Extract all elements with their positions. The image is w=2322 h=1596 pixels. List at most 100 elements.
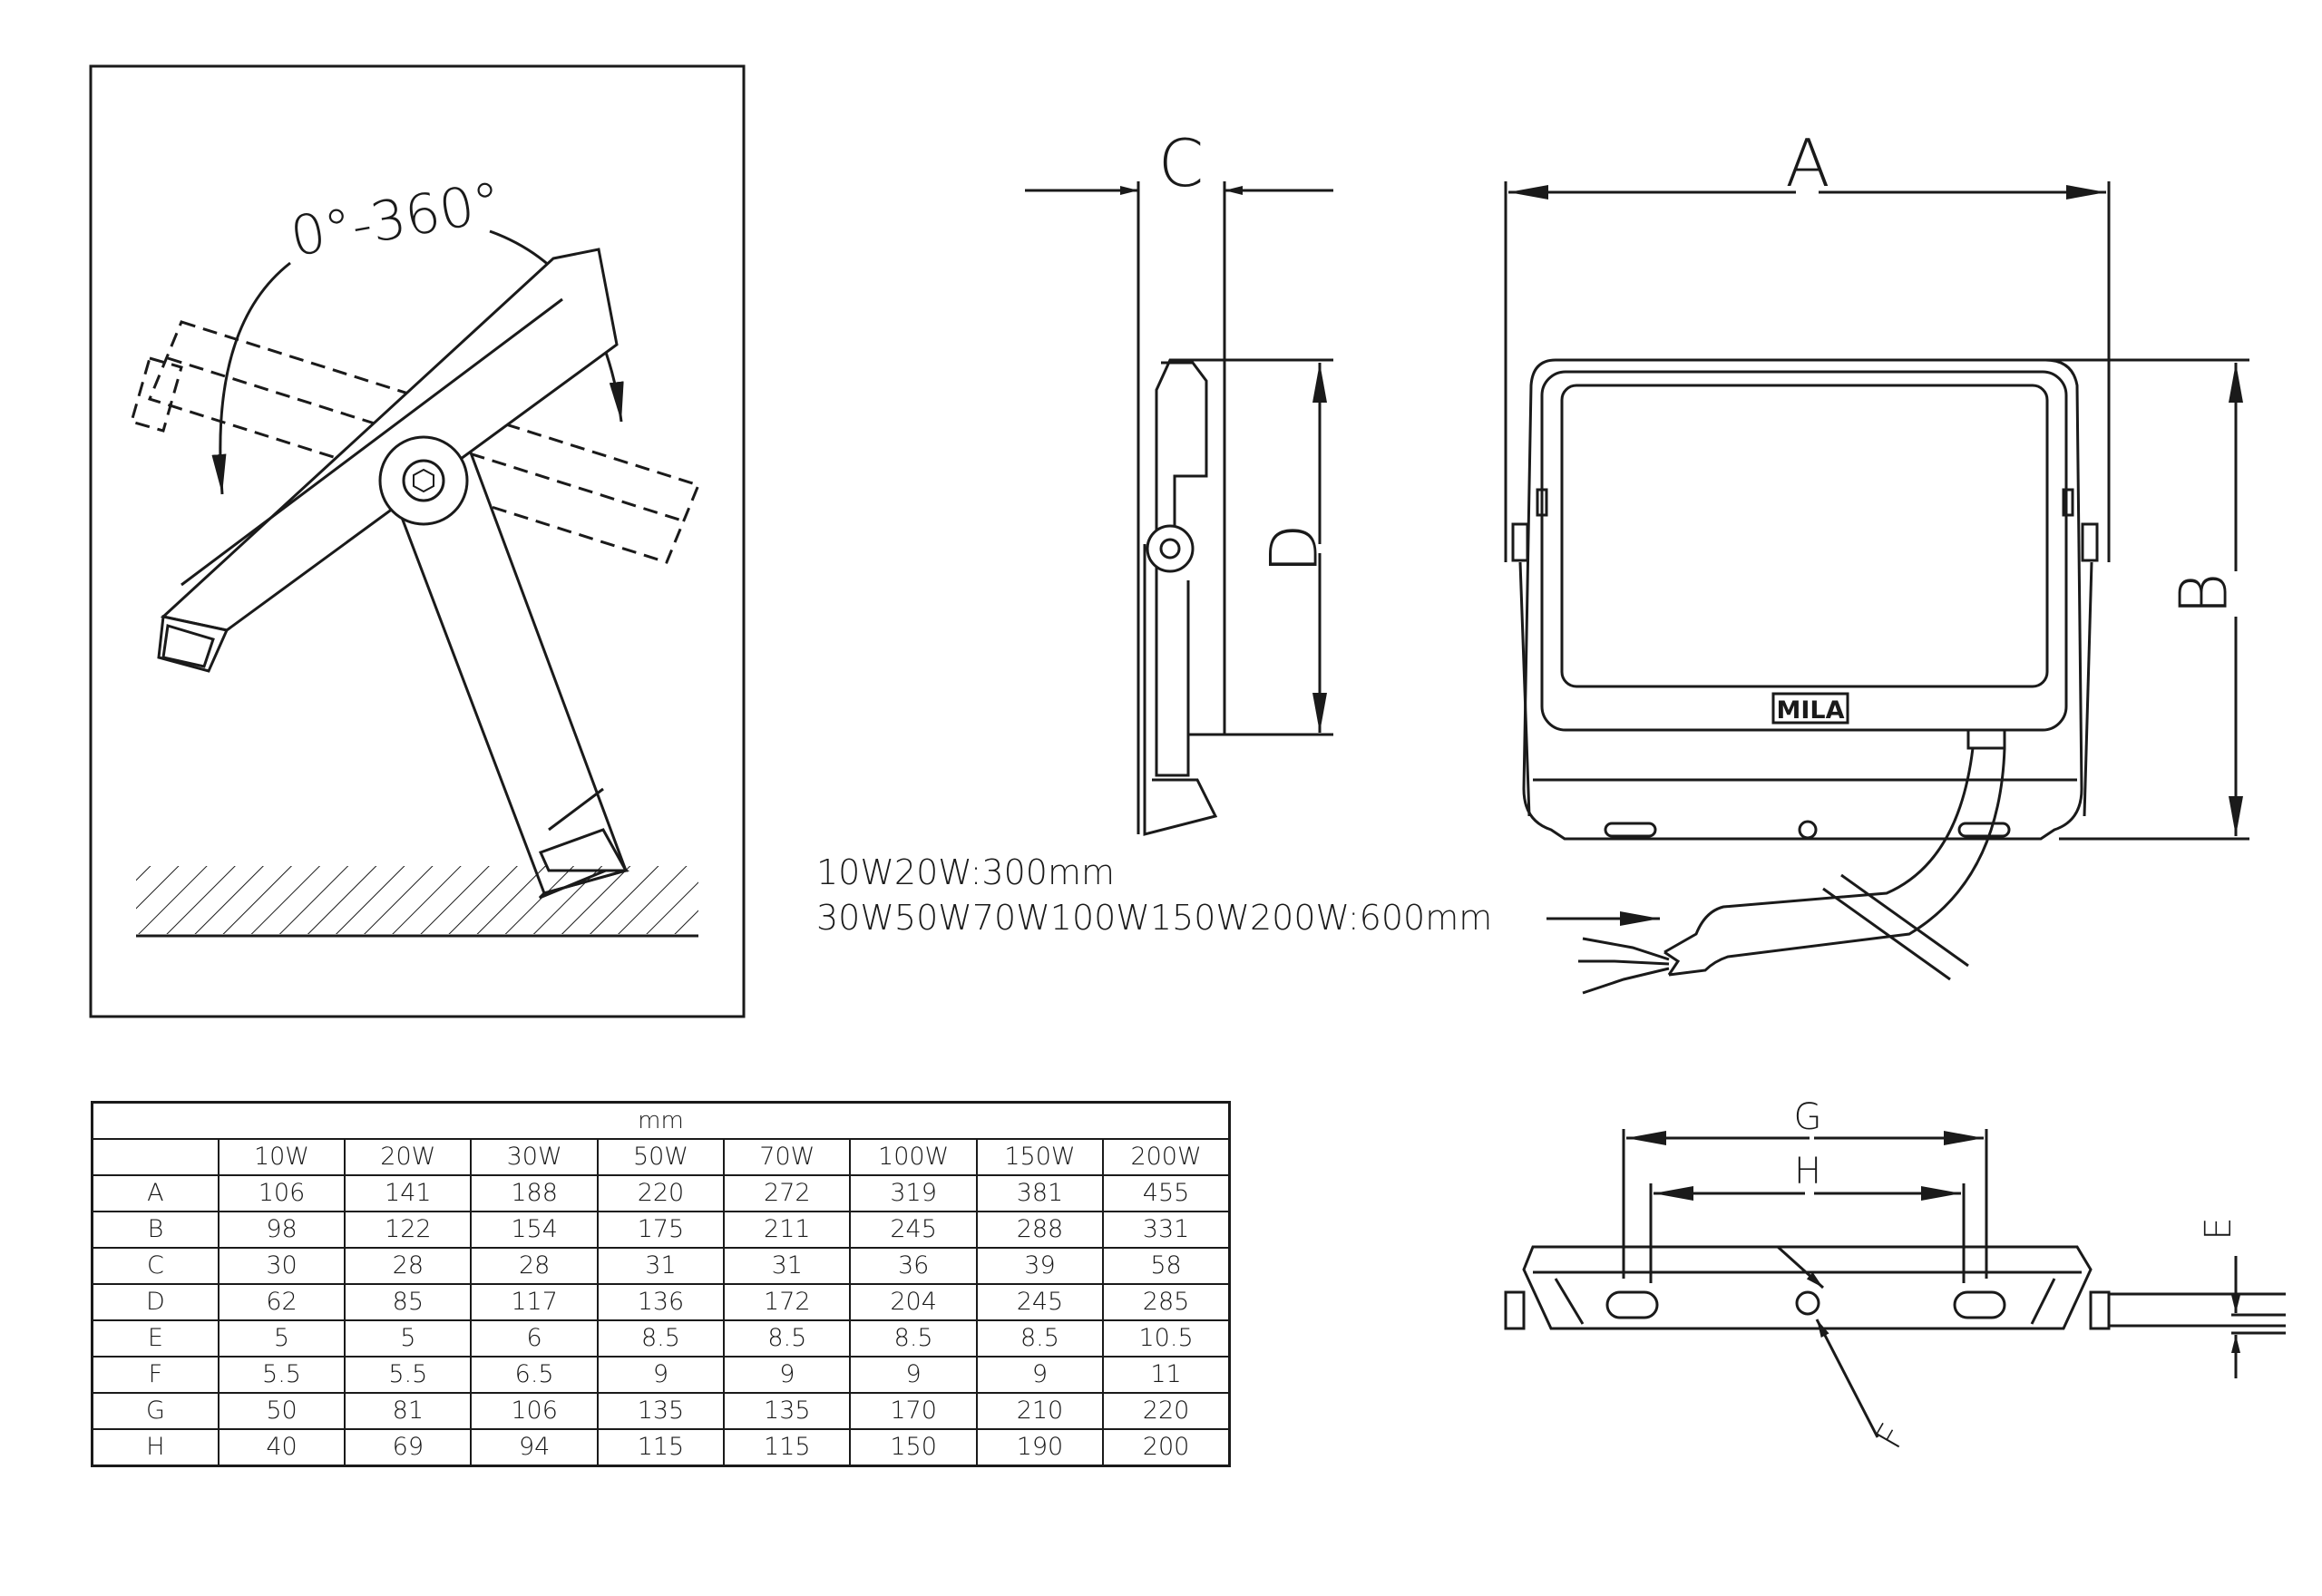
header-row: 10W 20W 30W 50W 70W 100W 150W 200W xyxy=(91,1138,1231,1176)
column-header: 150W xyxy=(975,1138,1105,1176)
column-header: 70W xyxy=(723,1138,852,1176)
table-cell: 245 xyxy=(849,1211,978,1249)
cable-note-long: 30W50W70W100W150W200W:600mm xyxy=(816,898,1492,938)
ground-surface xyxy=(136,866,698,938)
table-cell: 30 xyxy=(217,1247,346,1285)
column-header: 200W xyxy=(1102,1138,1231,1176)
table-cell: 9 xyxy=(849,1356,978,1394)
table-cell: 117 xyxy=(470,1283,599,1321)
dimension-table: mm 10W 20W 30W 50W 70W 100W 150W 200W A … xyxy=(91,1101,1231,1467)
table-cell: 115 xyxy=(723,1428,852,1467)
table-cell: 9 xyxy=(975,1356,1105,1394)
table-cell: 8.5 xyxy=(849,1319,978,1358)
table-cell: 11 xyxy=(1102,1356,1231,1394)
bottom-view xyxy=(1504,1129,2286,1438)
table-cell: 211 xyxy=(723,1211,852,1249)
table-cell: 170 xyxy=(849,1392,978,1430)
svg-text:MILA: MILA xyxy=(1776,696,1844,725)
table-cell: 190 xyxy=(975,1428,1105,1467)
table-cell: 69 xyxy=(344,1428,473,1467)
front-view xyxy=(1504,181,2249,995)
table-row: E 5 5 6 8.5 8.5 8.5 8.5 10.5 xyxy=(91,1319,1231,1358)
unit-cell: mm xyxy=(91,1101,1231,1140)
table-cell: 40 xyxy=(217,1428,346,1467)
table-cell: 381 xyxy=(975,1174,1105,1212)
dimension-label-f: F xyxy=(1868,1417,1915,1456)
table-cell: 39 xyxy=(975,1247,1105,1285)
row-label: F xyxy=(91,1356,220,1394)
table-cell: 135 xyxy=(596,1392,726,1430)
table-cell: 8.5 xyxy=(975,1319,1105,1358)
table-cell: 220 xyxy=(596,1174,726,1212)
column-header: 20W xyxy=(344,1138,473,1176)
row-label: H xyxy=(91,1428,220,1467)
tilted-housing xyxy=(157,248,619,673)
table-cell: 6 xyxy=(470,1319,599,1358)
dimension-label-c: C xyxy=(1158,125,1204,201)
row-label: G xyxy=(91,1392,220,1430)
table-row: F 5.5 5.5 6.5 9 9 9 9 11 xyxy=(91,1356,1231,1394)
table-cell: 5.5 xyxy=(344,1356,473,1394)
column-header: 10W xyxy=(217,1138,346,1176)
table-cell: 188 xyxy=(470,1174,599,1212)
dimension-label-h: H xyxy=(1794,1151,1821,1192)
table-cell: 58 xyxy=(1102,1247,1231,1285)
row-label: A xyxy=(91,1174,220,1212)
table-cell: 141 xyxy=(344,1174,473,1212)
table-row: G 50 81 106 135 135 170 210 220 xyxy=(91,1392,1231,1430)
row-label: C xyxy=(91,1247,220,1285)
table-cell: 106 xyxy=(217,1174,346,1212)
row-label: D xyxy=(91,1283,220,1321)
unit-row: mm xyxy=(91,1101,1231,1140)
table-cell: 319 xyxy=(849,1174,978,1212)
table-cell: 8.5 xyxy=(596,1319,726,1358)
table-cell: 50 xyxy=(217,1392,346,1430)
table-cell: 135 xyxy=(723,1392,852,1430)
table-cell: 220 xyxy=(1102,1392,1231,1430)
table-cell: 36 xyxy=(849,1247,978,1285)
side-view xyxy=(1025,181,1333,836)
table-cell: 98 xyxy=(217,1211,346,1249)
table-cell: 8.5 xyxy=(723,1319,852,1358)
cable-note-short: 10W20W:300mm xyxy=(816,852,1115,892)
table-cell: 210 xyxy=(975,1392,1105,1430)
rotation-angle-label: 0°-360° xyxy=(286,170,506,269)
dimension-label-b: B xyxy=(2166,572,2242,615)
column-header: 30W xyxy=(470,1138,599,1176)
table-cell: 288 xyxy=(975,1211,1105,1249)
pivot-screw xyxy=(378,435,469,526)
column-header: 50W xyxy=(596,1138,726,1176)
table-cell: 154 xyxy=(470,1211,599,1249)
header-corner xyxy=(91,1138,220,1176)
table-row: C 30 28 28 31 31 36 39 58 xyxy=(91,1247,1231,1285)
table-row: A 106 141 188 220 272 319 381 455 xyxy=(91,1174,1231,1212)
dimension-label-g: G xyxy=(1794,1096,1822,1138)
table-cell: 245 xyxy=(975,1283,1105,1321)
table-cell: 5 xyxy=(344,1319,473,1358)
table-cell: 81 xyxy=(344,1392,473,1430)
table-cell: 94 xyxy=(470,1428,599,1467)
table-cell: 28 xyxy=(344,1247,473,1285)
brand-logo: MILA xyxy=(1771,692,1849,725)
table-cell: 5 xyxy=(217,1319,346,1358)
table-cell: 172 xyxy=(723,1283,852,1321)
table-cell: 6.5 xyxy=(470,1356,599,1394)
rotation-panel: 0°-360° xyxy=(89,64,746,1018)
table-cell: 62 xyxy=(217,1283,346,1321)
table-cell: 122 xyxy=(344,1211,473,1249)
table-row: B 98 122 154 175 211 245 288 331 xyxy=(91,1211,1231,1249)
table-cell: 204 xyxy=(849,1283,978,1321)
dimension-label-e: E xyxy=(2198,1217,2239,1240)
table-cell: 31 xyxy=(723,1247,852,1285)
table-cell: 200 xyxy=(1102,1428,1231,1467)
table-cell: 136 xyxy=(596,1283,726,1321)
table-cell: 285 xyxy=(1102,1283,1231,1321)
table-cell: 31 xyxy=(596,1247,726,1285)
dimension-label-d: D xyxy=(1256,523,1332,573)
table-cell: 331 xyxy=(1102,1211,1231,1249)
table-cell: 150 xyxy=(849,1428,978,1467)
table-cell: 115 xyxy=(596,1428,726,1467)
column-header: 100W xyxy=(849,1138,978,1176)
table-cell: 9 xyxy=(723,1356,852,1394)
